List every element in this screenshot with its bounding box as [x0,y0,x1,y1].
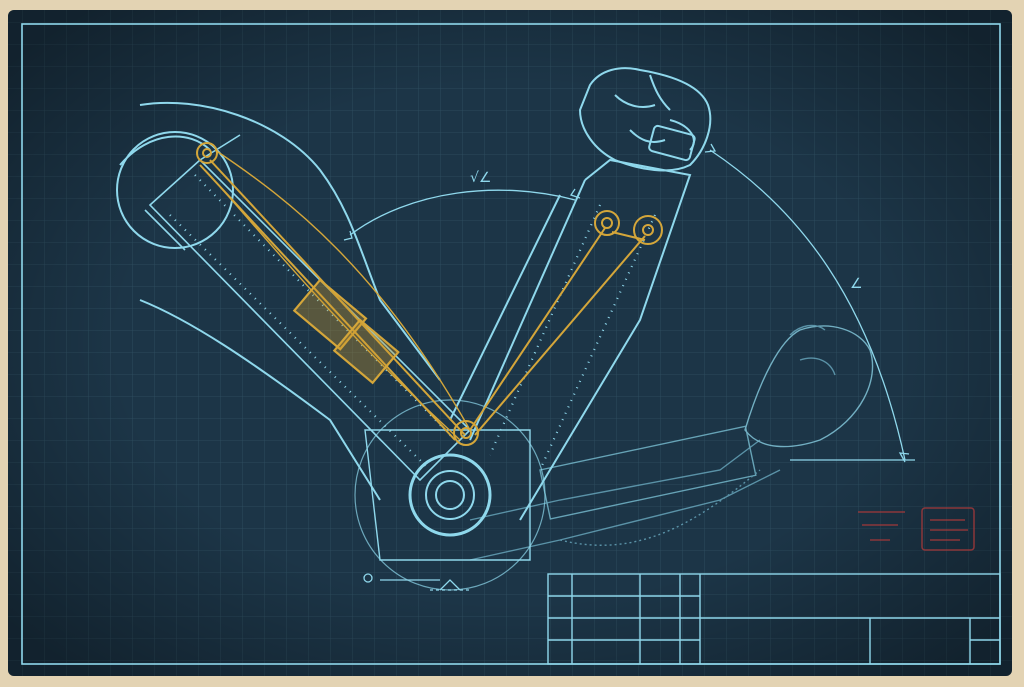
approval-stamp [858,507,975,551]
vignette [8,10,1012,676]
shoulder-angle-note: √∠ [470,170,491,186]
tendon-system [196,142,663,446]
drawing-frame [21,23,1001,665]
dimension-arcs [343,143,915,591]
upper-arm [116,101,441,501]
forearm-angle-note: ∠ [850,276,863,292]
fist [578,67,712,172]
forearm [449,158,692,521]
title-block [547,573,1001,665]
